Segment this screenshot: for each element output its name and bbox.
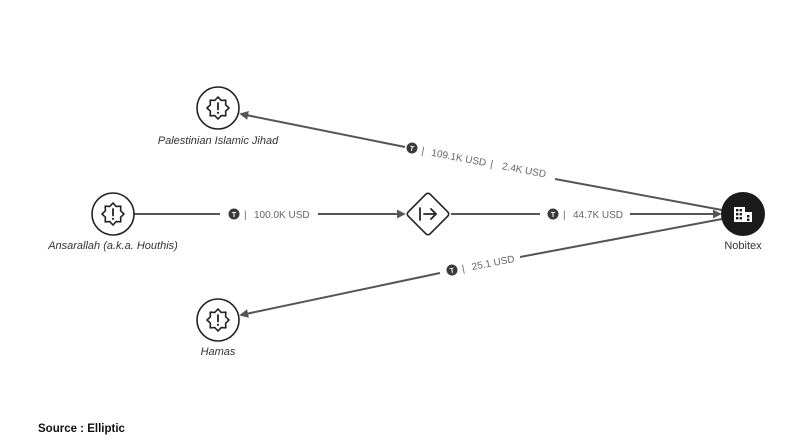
alert-badge-icon xyxy=(101,202,125,226)
edge-label-houthis-to-bridge: T | 100.0K USD xyxy=(228,208,310,221)
edge-label-bridge-to-nobitex: T | 44.7K USD xyxy=(547,208,623,221)
tether-token-icon xyxy=(228,208,240,220)
amount-label: 25.1 USD xyxy=(471,254,516,273)
token-symbol: T xyxy=(551,212,556,219)
amount-label: 100.0K USD xyxy=(254,210,310,221)
separator: | xyxy=(421,146,426,157)
edge-label-nobitex-to-pij: T | 109.1K USD | 2.4K USD xyxy=(406,142,547,180)
node-label-nobitex: Nobitex xyxy=(724,240,762,252)
tether-token-icon xyxy=(547,208,559,220)
tether-token-icon xyxy=(406,142,418,154)
separator: | xyxy=(563,210,566,221)
node-label-hamas: Hamas xyxy=(200,346,236,358)
amount-label: 109.1K USD xyxy=(430,148,487,169)
edge-nobitex-to-pij xyxy=(239,111,723,211)
token-symbol: T xyxy=(449,267,455,275)
node-label-pij: Palestinian Islamic Jihad xyxy=(157,135,279,147)
alert-badge-icon xyxy=(206,96,230,120)
node-label-houthis: Ansarallah (a.k.a. Houthis) xyxy=(48,240,178,252)
separator: | xyxy=(489,159,494,170)
token-symbol: T xyxy=(409,145,415,153)
tether-token-icon xyxy=(446,264,458,276)
source-credit: Source : Elliptic xyxy=(38,423,125,435)
token-symbol: T xyxy=(232,212,237,219)
amount-label: 44.7K USD xyxy=(573,210,623,221)
node-palestinian-islamic-jihad[interactable] xyxy=(196,86,240,130)
edge-label-nobitex-to-hamas: T | 25.1 USD xyxy=(446,254,516,276)
node-hamas[interactable] xyxy=(196,298,240,342)
separator: | xyxy=(244,210,247,221)
node-houthis[interactable] xyxy=(91,192,135,236)
alert-badge-icon xyxy=(206,308,230,332)
node-bridge[interactable] xyxy=(406,192,450,236)
edge-nobitex-to-hamas xyxy=(239,218,723,318)
node-nobitex[interactable] xyxy=(721,192,765,236)
forward-arrow-diamond-icon xyxy=(419,207,437,221)
separator: | xyxy=(461,264,466,275)
amount-label: 2.4K USD xyxy=(501,161,547,180)
building-icon xyxy=(734,207,752,222)
